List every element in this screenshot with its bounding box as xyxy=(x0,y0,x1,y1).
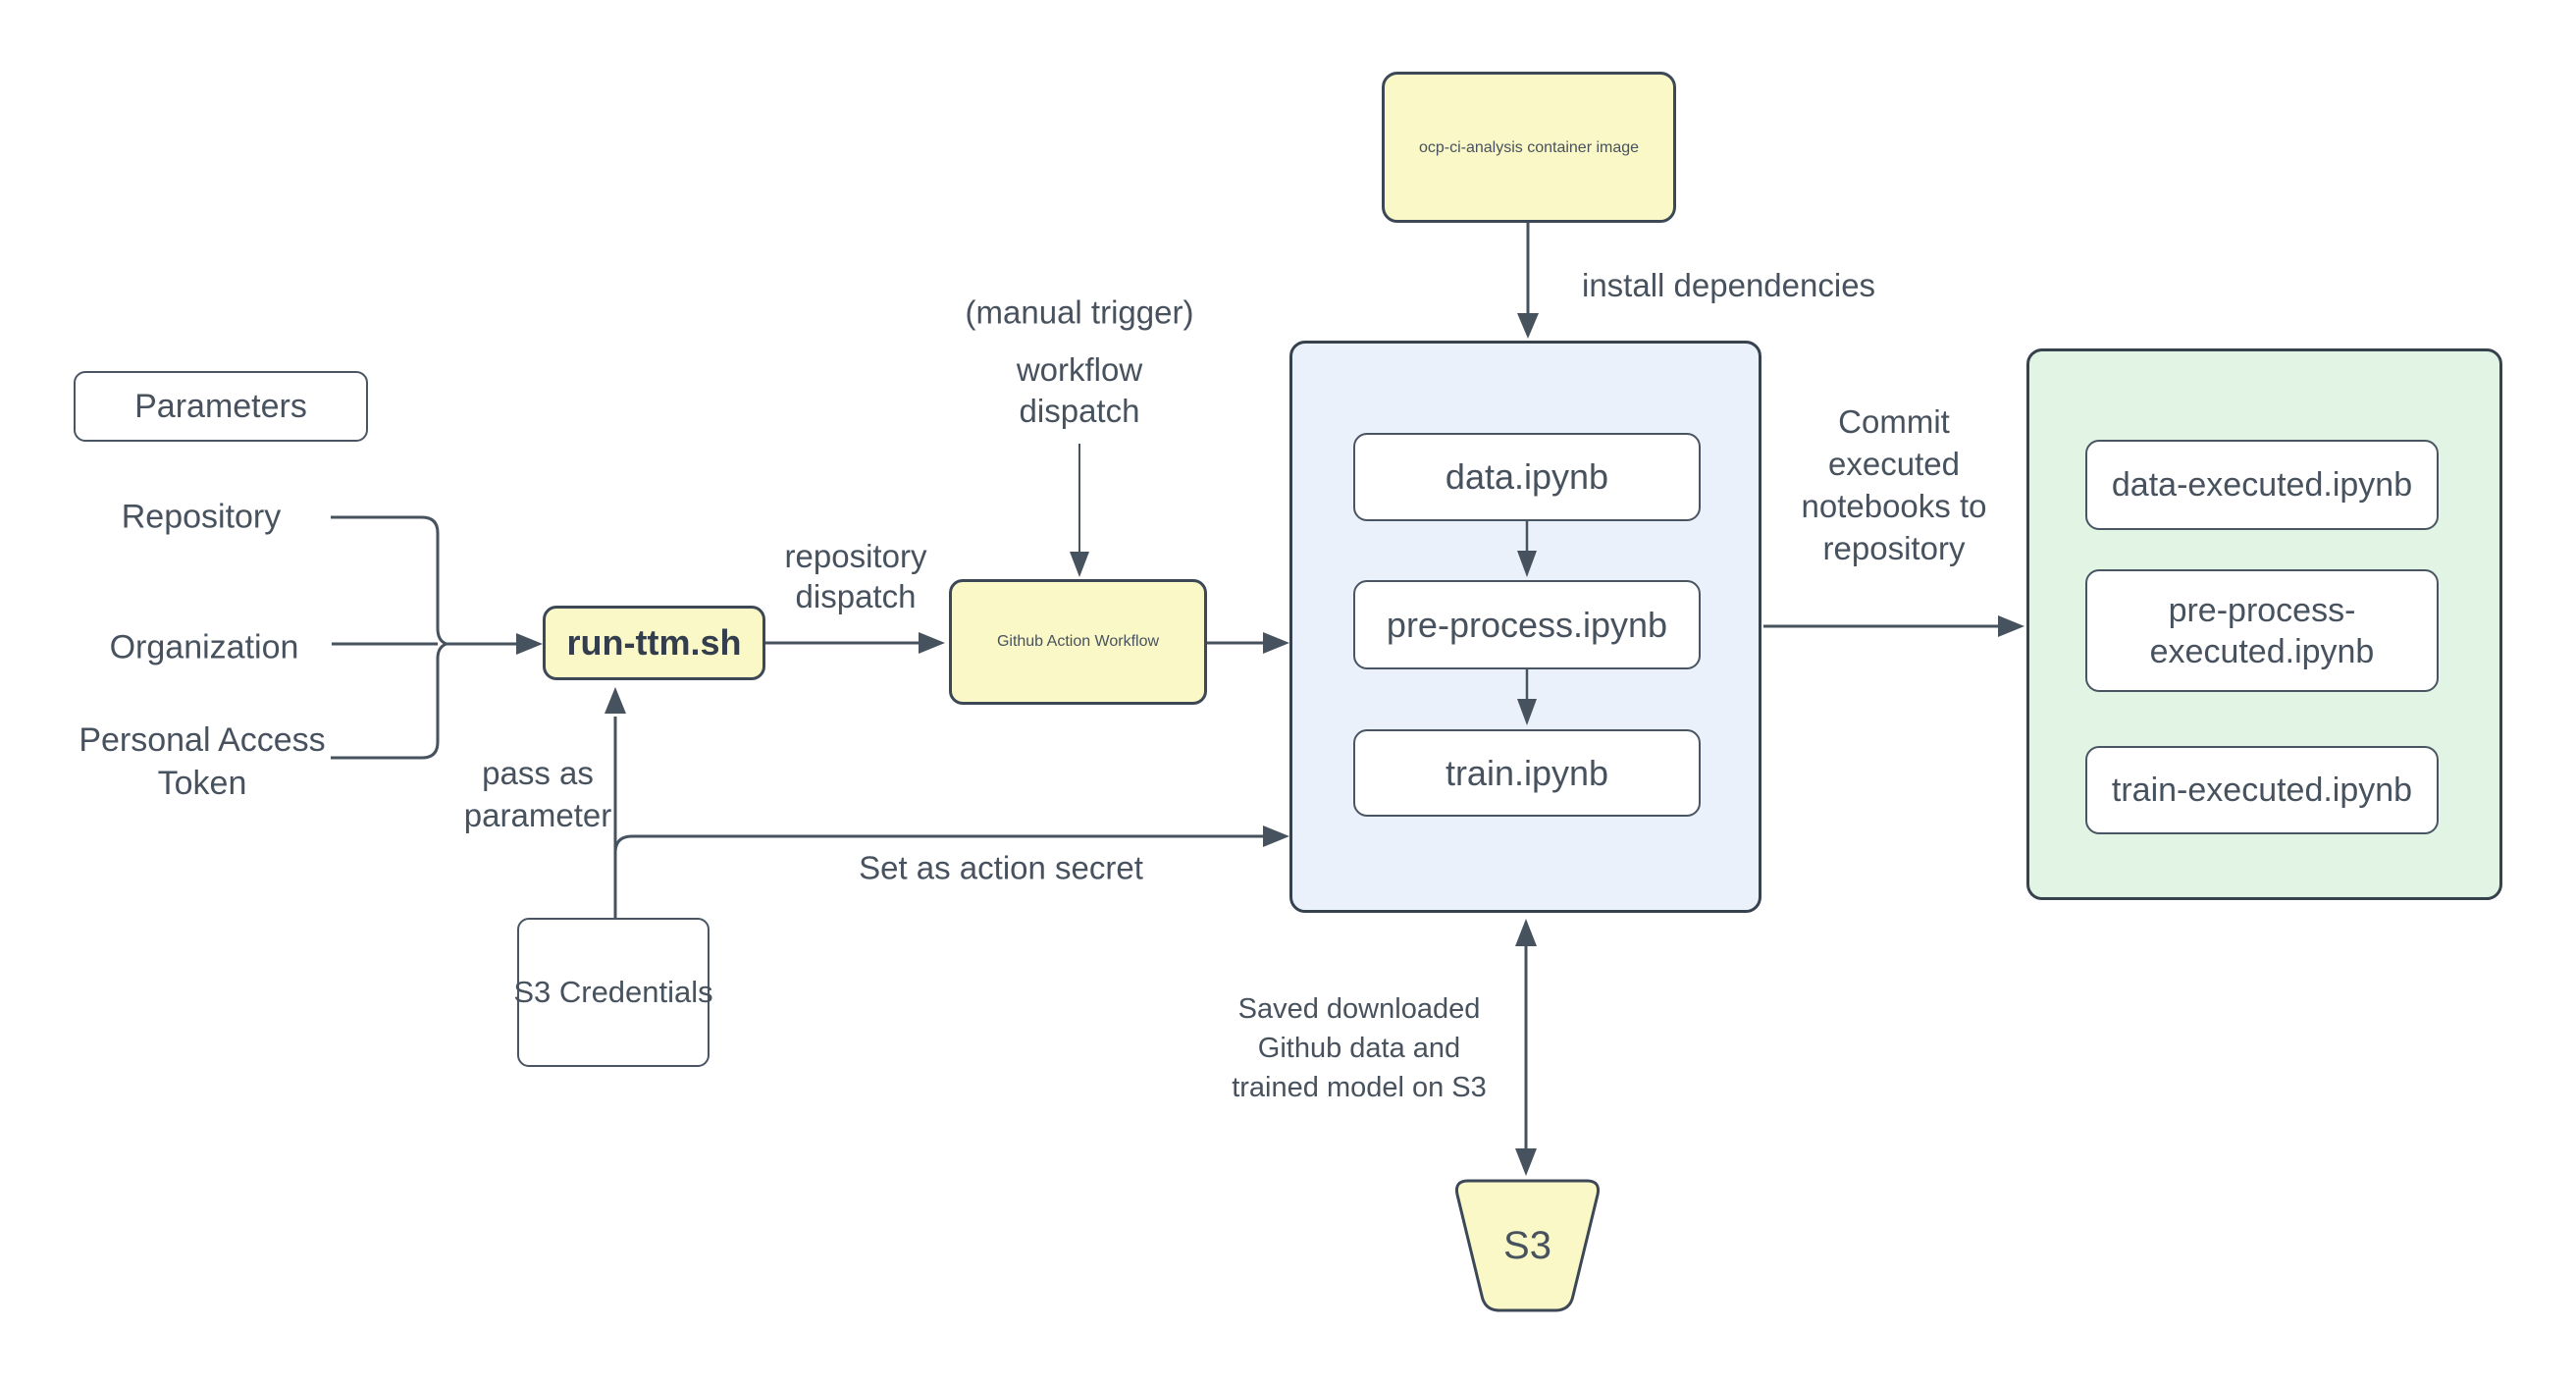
run-ttm-label: run-ttm.sh xyxy=(566,622,742,663)
executed-notebook-train: train-executed.ipynb xyxy=(2085,746,2439,834)
parameters-title: Parameters xyxy=(134,387,307,425)
executed-notebook-data-label: data-executed.ipynb xyxy=(2111,465,2413,504)
s3-bucket-shape xyxy=(1455,1179,1600,1312)
arrowhead-s3cred-to-runttm xyxy=(605,687,626,714)
set-as-action-secret-label: Set as action secret xyxy=(859,849,1143,886)
parameter-organization: Organization xyxy=(109,628,299,666)
container-image-label: ocp-ci-analysis container image xyxy=(1418,138,1640,156)
manual-trigger-label: (manual trigger) xyxy=(965,293,1194,331)
github-action-workflow-label: Github Action Workflow xyxy=(996,633,1160,650)
arrowhead-install-dependencies xyxy=(1517,313,1539,339)
install-dependencies-label: install dependencies xyxy=(1582,267,1876,303)
executed-notebook-data: data-executed.ipynb xyxy=(2085,440,2439,530)
arrowhead-commit-notebooks xyxy=(1998,615,2024,637)
container-image-node: ocp-ci-analysis container image xyxy=(1382,72,1676,223)
executed-notebook-train-label: train-executed.ipynb xyxy=(2111,771,2413,809)
arrowhead-preprocess-to-train xyxy=(1517,699,1537,725)
arrowhead-data-to-preprocess xyxy=(1517,551,1537,577)
run-ttm-node: run-ttm.sh xyxy=(543,606,765,680)
s3-bucket-label: S3 xyxy=(1503,1223,1551,1267)
repository-dispatch-label: repository dispatch xyxy=(784,538,927,614)
s3-bucket-node: S3 xyxy=(1455,1181,1600,1310)
arrowhead-set-action-secret xyxy=(1263,825,1289,847)
notebook-preprocess: pre-process.ipynb xyxy=(1353,580,1701,669)
notebook-data-label: data.ipynb xyxy=(1445,456,1609,497)
s3-credentials-label: S3 Credentials xyxy=(513,975,713,1009)
s3-credentials-node: S3 Credentials xyxy=(513,918,713,1067)
executed-notebook-preprocess: pre-process-executed.ipynb xyxy=(2085,569,2439,692)
arrowhead-parameters xyxy=(516,633,543,655)
notebook-train-label: train.ipynb xyxy=(1445,752,1609,793)
notebook-data: data.ipynb xyxy=(1353,433,1701,521)
edge-repository-join xyxy=(331,515,447,646)
notebook-preprocess-label: pre-process.ipynb xyxy=(1386,604,1668,645)
arrowhead-repository-dispatch xyxy=(919,632,945,654)
parameter-personal-access-token: Personal Access Token xyxy=(79,721,326,802)
edge-set-action-secret xyxy=(613,834,1264,854)
arrowhead-workflow-dispatch xyxy=(1070,552,1089,577)
pass-as-parameter-label: pass as parameter xyxy=(463,755,612,833)
parameters-title-box: Parameters xyxy=(74,371,368,442)
commit-executed-label: Commit executed notebooks to repository xyxy=(1801,403,1987,566)
arrowhead-s3-down xyxy=(1515,1148,1537,1176)
arrowhead-workflow-to-pipeline xyxy=(1263,632,1289,654)
saved-to-s3-label: Saved downloaded Github data and trained… xyxy=(1232,993,1487,1103)
workflow-dispatch-label: workflow dispatch xyxy=(1016,351,1143,429)
arrowhead-s3-up xyxy=(1515,919,1537,946)
github-action-workflow-node: Github Action Workflow xyxy=(949,579,1207,705)
edge-token-join xyxy=(331,642,447,760)
notebook-train: train.ipynb xyxy=(1353,729,1701,817)
parameter-repository: Repository xyxy=(121,498,282,536)
executed-notebook-preprocess-label: pre-process-executed.ipynb xyxy=(2149,591,2375,670)
